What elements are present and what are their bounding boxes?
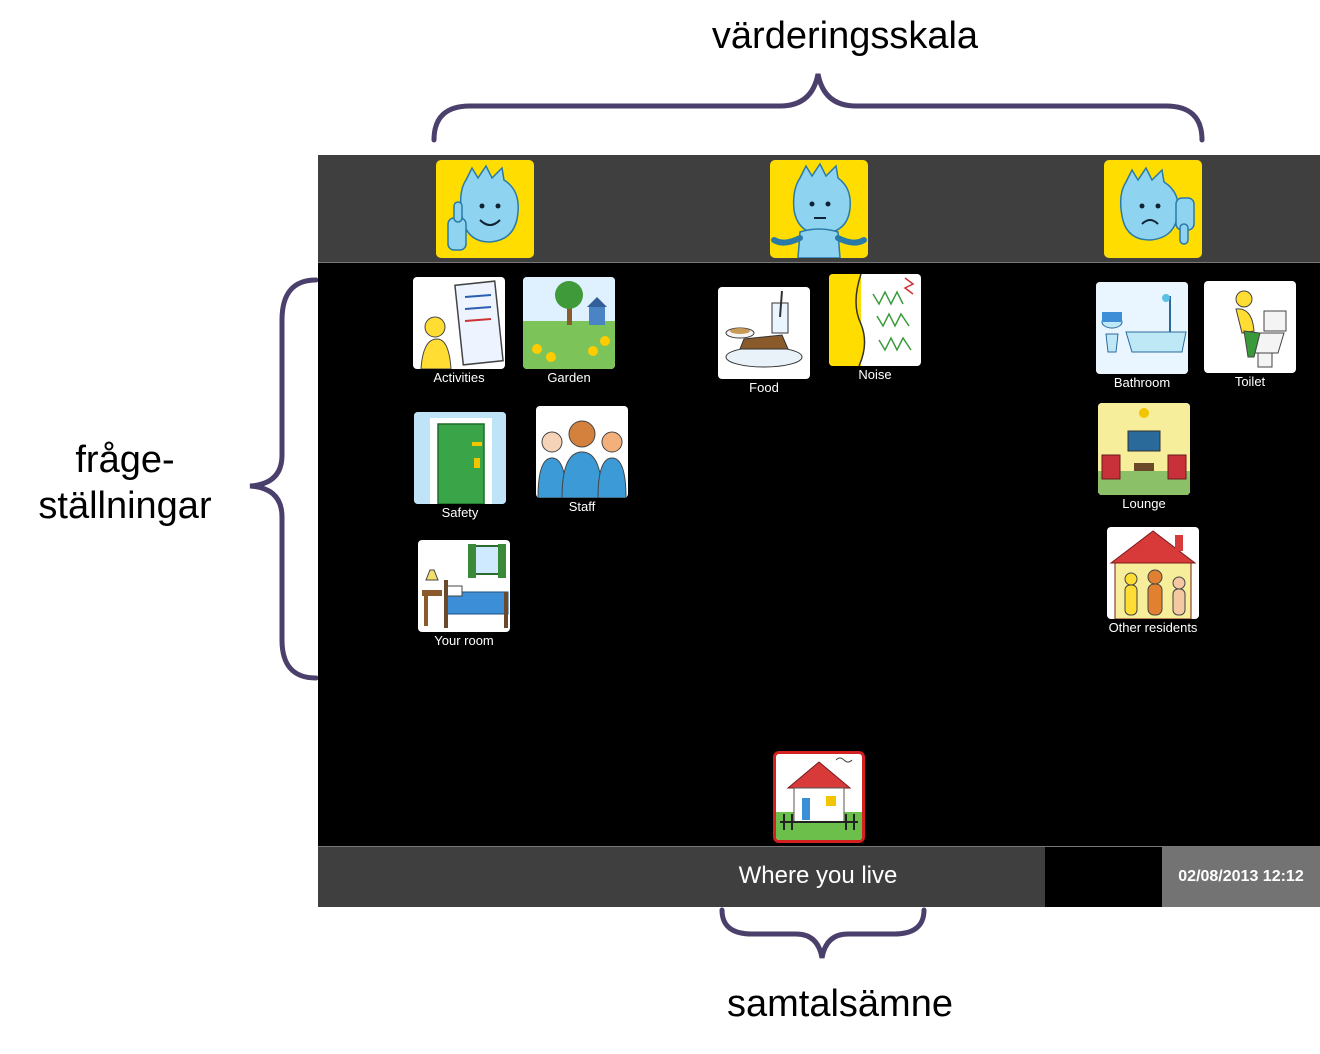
item-activities[interactable]: Activities [413, 277, 505, 385]
item-other-residents[interactable]: Other residents [1107, 527, 1199, 635]
item-food[interactable]: Food [718, 287, 810, 395]
item-noise[interactable]: Noise [829, 274, 921, 382]
item-your-room[interactable]: Your room [418, 540, 510, 648]
questions-annotation-line2: ställningar [38, 484, 212, 527]
left-brace-path [249, 277, 319, 681]
unsure-face-icon [771, 162, 867, 258]
datetime-display: 02/08/2013 12:12 [1162, 847, 1320, 907]
lounge-icon [1098, 403, 1190, 495]
bedroom-icon [418, 540, 510, 632]
residents-icon [1107, 527, 1199, 619]
sad-face-button[interactable] [1104, 160, 1202, 258]
item-label: Other residents [1108, 620, 1198, 635]
questions-annotation: fråge- ställningar [20, 438, 230, 529]
item-label: Toilet [1234, 374, 1266, 389]
item-label: Food [749, 380, 779, 395]
item-bathroom[interactable]: Bathroom [1096, 282, 1188, 390]
house-icon [776, 757, 862, 840]
happy-face-button[interactable] [436, 160, 534, 258]
item-label: Noise [858, 367, 892, 382]
item-staff[interactable]: Staff [536, 406, 628, 514]
item-label: Safety [441, 505, 479, 520]
topic-annotation: samtalsämne [727, 983, 953, 1025]
topic-title: Where you live [738, 862, 898, 889]
thumbs-up-face-icon [447, 164, 519, 251]
neutral-face-button[interactable] [770, 160, 868, 258]
rating-scale-annotation: värderingsskala [711, 15, 979, 57]
item-lounge[interactable]: Lounge [1098, 403, 1190, 511]
status-blank [1045, 847, 1162, 907]
thumbs-down-face-icon [1119, 166, 1195, 245]
item-label: Lounge [1122, 496, 1166, 511]
item-label: Activities [433, 370, 485, 385]
bathroom-icon [1096, 282, 1188, 374]
item-label: Bathroom [1113, 375, 1171, 390]
questions-annotation-line1: fråge- [75, 439, 175, 481]
item-toilet[interactable]: Toilet [1204, 281, 1296, 389]
item-label: Garden [547, 370, 591, 385]
garden-icon [523, 277, 615, 369]
item-garden[interactable]: Garden [523, 277, 615, 385]
noise-ear-icon [829, 274, 921, 366]
toilet-icon [1204, 281, 1296, 373]
item-label: Staff [568, 499, 596, 514]
item-label: Your room [434, 633, 494, 648]
staff-icon [536, 406, 628, 498]
food-icon [718, 287, 810, 379]
activities-icon [413, 277, 505, 369]
safety-door-icon [414, 412, 506, 504]
item-safety[interactable]: Safety [414, 412, 506, 520]
bottom-bar: Where you live 02/08/2013 12:12 [318, 846, 1320, 907]
topic-home-button[interactable] [773, 751, 865, 843]
rating-bar [318, 155, 1320, 263]
top-brace-path [431, 73, 1205, 143]
bottom-brace-path [719, 907, 927, 959]
app-screen: Activities Garden [318, 155, 1320, 907]
